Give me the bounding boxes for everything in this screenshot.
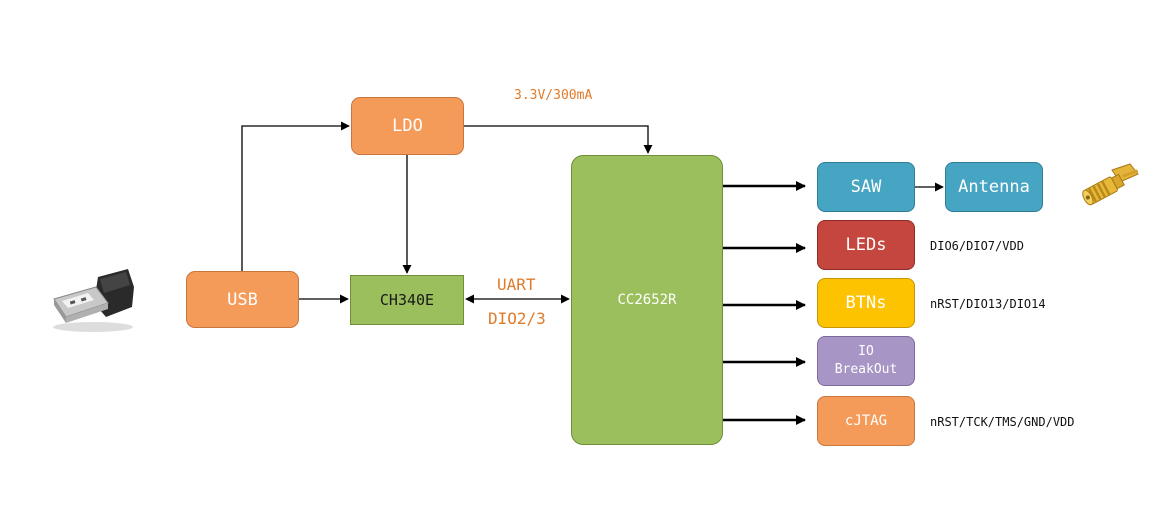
ch340e-label: CH340E <box>379 291 435 309</box>
antenna-block: Antenna <box>945 162 1043 212</box>
io-breakout-block: IO BreakOut <box>817 336 915 386</box>
ldo-label: LDO <box>392 116 423 136</box>
usb-plug-icon <box>53 269 134 332</box>
saw-block: SAW <box>817 162 915 212</box>
leds-block: LEDs <box>817 220 915 270</box>
cjtag-pins-label: nRST/TCK/TMS/GND/VDD <box>930 415 1075 429</box>
saw-label: SAW <box>850 177 882 197</box>
power-rating-label: 3.3V/300mA <box>514 88 593 103</box>
io-label-line1: IO <box>858 344 874 359</box>
uart-pins-label: DIO2/3 <box>488 309 546 328</box>
usb-block: USB <box>186 271 299 328</box>
wire-usb-to-ldo <box>241 121 350 271</box>
cjtag-label: cJTAG <box>844 413 888 429</box>
mcu-label: CC2652R <box>617 292 677 308</box>
btns-pins-label: nRST/DIO13/DIO14 <box>930 297 1046 311</box>
wire-ldo-to-mcu <box>464 125 653 154</box>
uart-label: UART <box>497 275 536 294</box>
leds-label: LEDs <box>845 235 887 255</box>
ldo-block: LDO <box>351 97 464 155</box>
btns-label: BTNs <box>845 293 887 313</box>
antenna-label: Antenna <box>958 177 1030 197</box>
io-label-line2: BreakOut <box>834 362 898 377</box>
usb-label: USB <box>227 289 258 310</box>
mcu-block: CC2652R <box>571 155 723 445</box>
leds-pins-label: DIO6/DIO7/VDD <box>930 239 1024 253</box>
sma-connector-icon <box>1082 163 1139 206</box>
ch340e-block: CH340E <box>350 275 464 325</box>
btns-block: BTNs <box>817 278 915 328</box>
cjtag-block: cJTAG <box>817 396 915 446</box>
